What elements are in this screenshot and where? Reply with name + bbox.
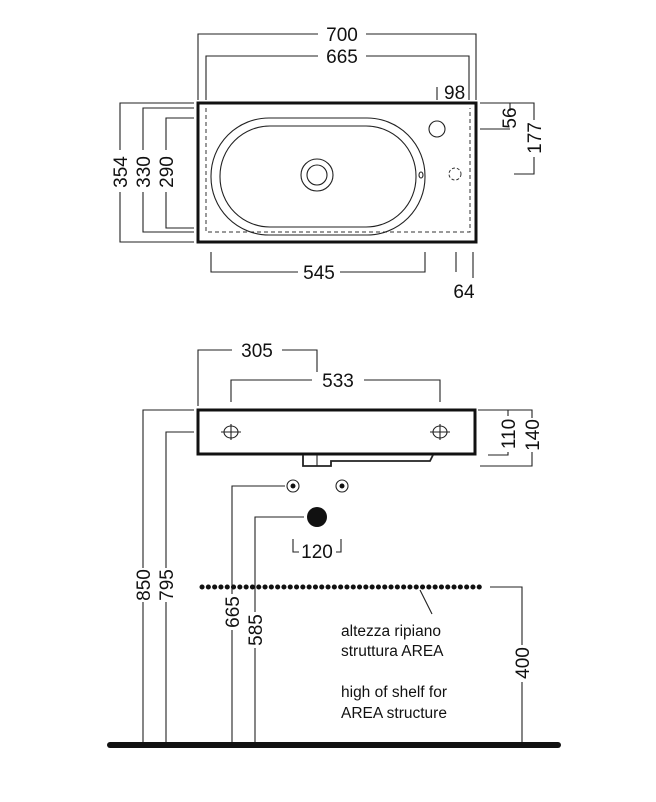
dim-line-533	[230, 379, 441, 402]
note-it-line2: struttura AREA	[341, 643, 444, 660]
fixing-hole-right-icon	[430, 424, 450, 440]
bowl-underside	[302, 454, 434, 467]
dim-line-665	[205, 55, 470, 100]
dim-545-label: 545	[303, 263, 335, 284]
dim-330-label: 330	[134, 156, 155, 188]
dim-140-label: 140	[523, 419, 544, 451]
bowl-inner	[219, 125, 417, 228]
overflow-icon	[418, 171, 424, 179]
basin-inner-dashed-line	[205, 108, 471, 233]
dim-354-label: 354	[111, 156, 132, 188]
dim-line-400	[490, 586, 523, 744]
note-it-line1: altezza ripiano	[341, 623, 441, 640]
dim-400-label: 400	[513, 647, 534, 679]
shelf-note-leader	[419, 589, 433, 615]
drain-inner-circle	[306, 164, 328, 186]
front-view: 305 533 110 140 850 795 665 585 120 400	[107, 341, 561, 748]
waste-outlet-icon	[307, 507, 327, 527]
dim-305-label: 305	[241, 341, 273, 362]
fixing-hole-left-icon	[221, 424, 241, 440]
dim-line-700	[197, 33, 477, 100]
note-en-line1: high of shelf for	[341, 684, 447, 701]
dim-line-585	[254, 516, 304, 744]
alt-tap-hole-icon	[448, 167, 462, 181]
bowl-outer	[210, 117, 426, 236]
dim-line-120	[292, 539, 342, 553]
supply-valve-right-icon	[335, 479, 349, 493]
dim-line-177	[480, 102, 535, 175]
dim-98-label: 98	[444, 83, 465, 104]
dim-120-label: 120	[301, 542, 333, 563]
dim-supply-665-label: 665	[223, 596, 244, 628]
top-view: 700 665 98 56 177 354 330 290 545 64	[111, 25, 546, 303]
dim-line-850	[142, 409, 194, 744]
dim-line-290	[165, 117, 194, 229]
dim-110-label: 110	[499, 419, 520, 449]
tap-hole-icon	[428, 120, 446, 138]
dim-177-label: 177	[525, 122, 546, 154]
dim-795-label: 795	[157, 569, 178, 601]
note-en-line2: AREA structure	[341, 705, 447, 722]
dim-line-354	[119, 102, 194, 243]
drain-outer-circle	[300, 158, 334, 192]
dim-line-supply-665	[231, 485, 285, 744]
dim-665-label: 665	[326, 47, 358, 68]
dim-533-label: 533	[322, 371, 354, 392]
dim-64-label: 64	[453, 282, 475, 303]
dim-700-label: 700	[326, 25, 358, 46]
dim-56-label: 56	[500, 107, 521, 128]
dim-850-label: 850	[134, 569, 155, 601]
dim-line-140	[478, 409, 533, 467]
dim-290-label: 290	[157, 156, 178, 188]
dim-line-64	[455, 252, 474, 278]
dim-line-795	[165, 431, 194, 744]
basin-top-outline	[196, 101, 478, 244]
dim-line-330	[142, 107, 194, 233]
basin-front-outline	[196, 408, 477, 456]
dim-line-305	[197, 349, 318, 406]
supply-valve-left-icon	[286, 479, 300, 493]
dim-585-label: 585	[246, 614, 267, 646]
dim-line-545	[210, 252, 426, 273]
